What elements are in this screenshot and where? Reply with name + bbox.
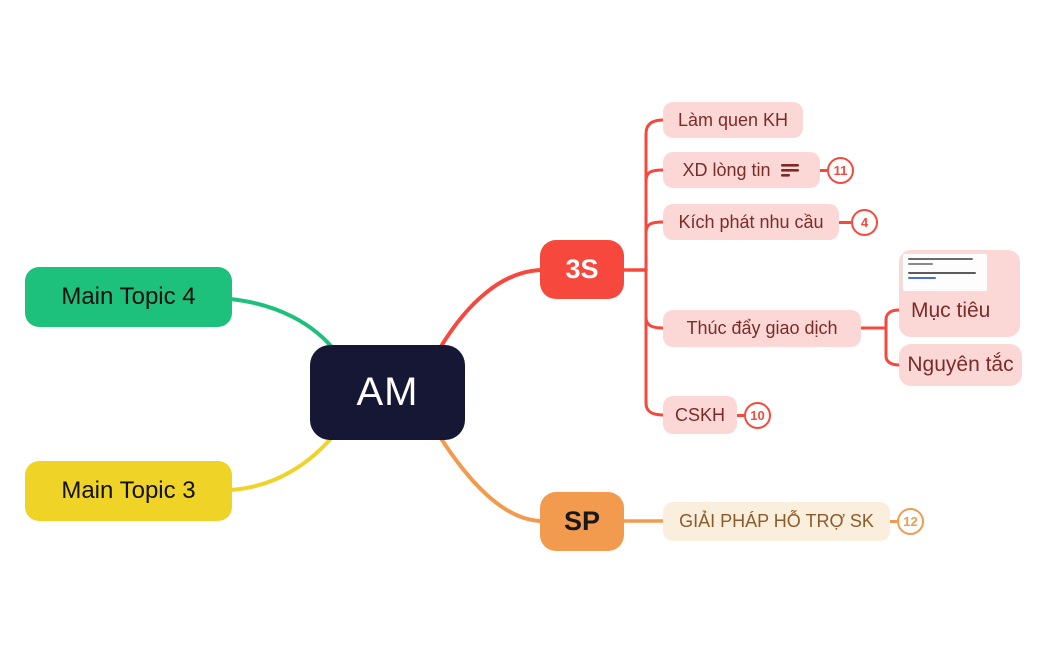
main-topic-4-node[interactable]: Main Topic 4 [25,267,232,327]
topic-3s-node[interactable]: 3S [540,240,624,299]
child-row-cskh: CSKH 10 [663,396,771,434]
child-node-giai-phap-ho-tro-sk[interactable]: GIẢI PHÁP HỖ TRỢ SK [663,502,890,541]
branch-line-sp [438,435,542,523]
note-line [908,263,934,265]
badge-giai-phap[interactable]: 12 [897,508,924,535]
badge-connector [890,520,897,523]
child-row-giai-phap: GIẢI PHÁP HỖ TRỢ SK 12 [663,502,924,541]
grandchild-node-nguyen-tac[interactable]: Nguyên tắc [899,344,1022,386]
child-label: CSKH [674,404,725,425]
grandchild-node-muc-tieu[interactable]: Mục tiêu [899,250,1020,337]
badge-connector [839,220,851,224]
badge-connector [820,168,827,172]
branch-line-topic4 [228,297,338,354]
child-label: GIẢI PHÁP HỖ TRỢ SK [679,511,874,531]
child-node-cskh[interactable]: CSKH [663,396,737,434]
child-node-kich-phat-nhu-cau[interactable]: Kích phát nhu cầu [663,204,839,240]
badge-connector [737,413,744,417]
elbow-xd-long-tin [644,168,665,183]
topic-sp-node[interactable]: SP [540,492,624,551]
badge-cskh[interactable]: 10 [744,401,771,429]
note-line [908,258,974,260]
child-label: Thúc đẩy giao dịch [686,318,838,338]
note-line [908,272,977,274]
badge-kich-phat-nhu-cau[interactable]: 4 [851,208,878,236]
main-topic-3-node[interactable]: Main Topic 3 [25,461,232,521]
child-row-lam-quen-kh: Làm quen KH [663,102,803,138]
main-topic-3-label: Main Topic 3 [61,477,196,504]
note-image-thumbnail[interactable] [903,254,987,291]
child-node-lam-quen-kh[interactable]: Làm quen KH [663,102,803,138]
child-label: Kích phát nhu cầu [678,211,824,232]
topic-sp-label: SP [563,506,601,536]
child-row-thuc-day: Thúc đẩy giao dịch [663,310,861,347]
note-line [908,277,937,279]
child-row-kich-phat: Kích phát nhu cầu 4 [663,204,878,240]
child-label: XD lòng tin [682,159,771,180]
elbow-thuc-day [644,315,665,330]
topic-3s-label: 3S [565,254,599,284]
child-node-thuc-day-giao-dich[interactable]: Thúc đẩy giao dịch [663,310,861,347]
main-topic-4-label: Main Topic 4 [61,283,196,310]
branch-line-3s [438,268,542,350]
trunk-3s [644,118,665,417]
grandchild-label: Mục tiêu [911,299,991,322]
grandchild-label: Nguyên tắc [907,353,1014,376]
root-node-am[interactable]: AM [310,345,465,440]
child-label: Làm quen KH [677,109,789,130]
badge-xd-long-tin[interactable]: 11 [827,156,854,184]
notes-icon[interactable] [780,163,801,177]
trunk-thuc-day-children [884,308,901,367]
root-node-label: AM [356,370,419,414]
child-row-xd-long-tin: XD lòng tin 11 [663,152,854,188]
branch-line-topic3 [228,433,336,492]
elbow-kich-phat [644,220,665,235]
child-node-xd-long-tin[interactable]: XD lòng tin [663,152,820,188]
